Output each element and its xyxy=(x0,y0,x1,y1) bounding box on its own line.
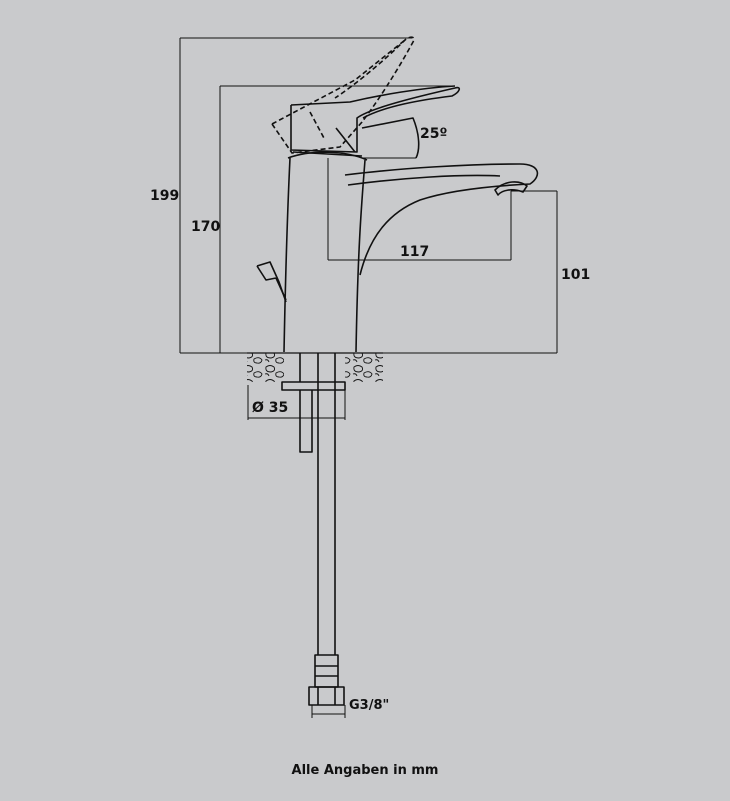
lever-angle-label: 25º xyxy=(420,126,448,142)
spout-reach-label: 117 xyxy=(400,244,430,260)
spout-height-label: 101 xyxy=(561,267,591,283)
hole-diameter-label: Ø 35 xyxy=(252,400,289,416)
total-height-label: 199 xyxy=(150,188,180,204)
countertop-section xyxy=(247,352,383,382)
connection-thread-label: G3/8" xyxy=(349,698,390,713)
units-note: Alle Angaben in mm xyxy=(291,763,439,778)
body-height-label: 170 xyxy=(191,219,221,235)
faucet-outline xyxy=(256,36,539,706)
dimension-lines xyxy=(179,37,558,718)
